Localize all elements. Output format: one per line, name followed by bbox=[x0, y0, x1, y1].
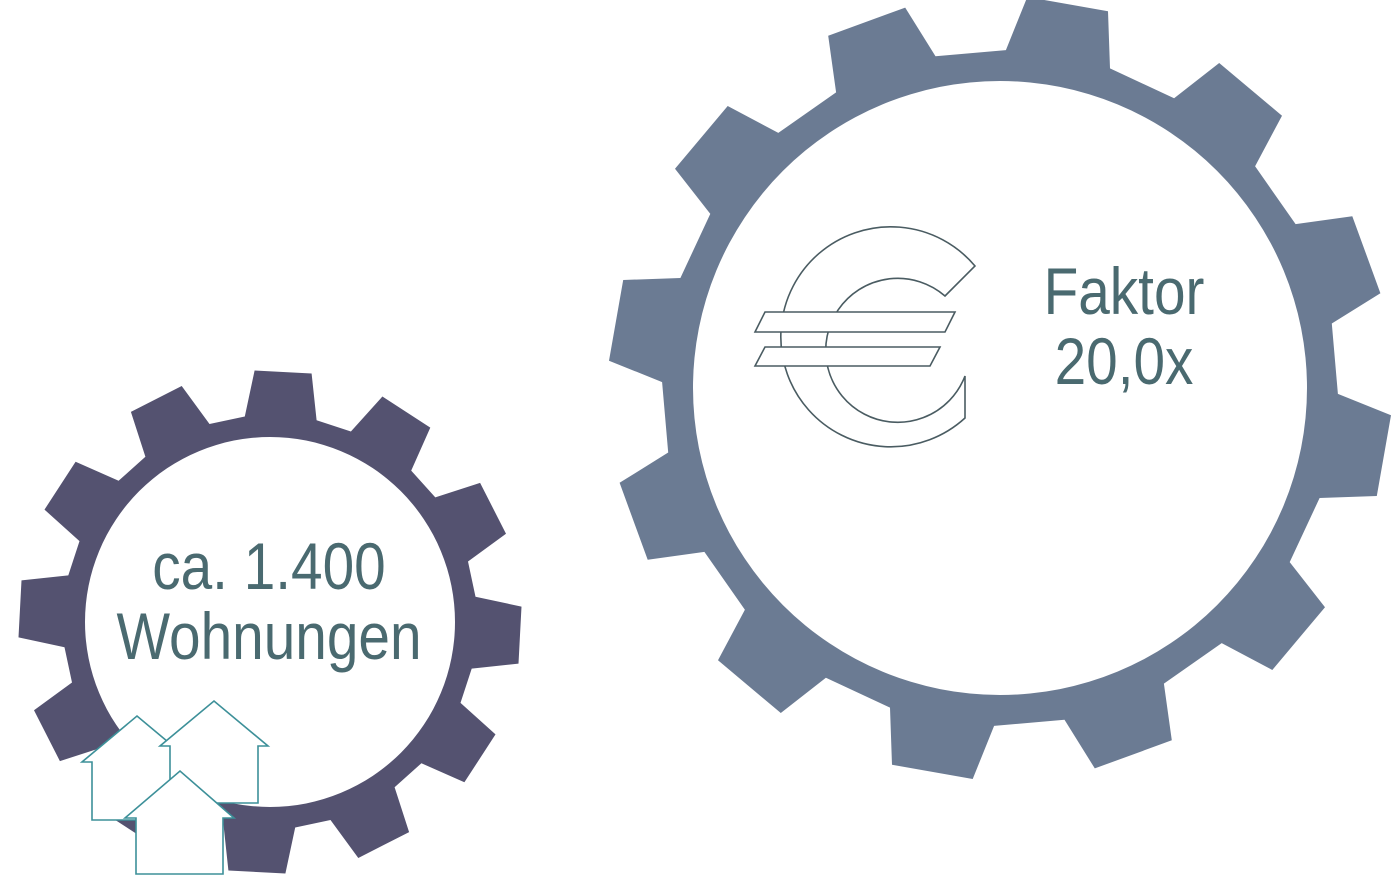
apartments-label: Wohnungen bbox=[116, 599, 422, 673]
factor-value: 20,0x bbox=[1054, 324, 1194, 398]
large-gear-label: Faktor 20,0x bbox=[969, 256, 1279, 396]
small-gear-label: ca. 1.400 Wohnungen bbox=[76, 531, 463, 671]
house-front-icon bbox=[122, 769, 237, 875]
euro-icon bbox=[753, 225, 977, 448]
factor-label: Faktor bbox=[1043, 254, 1205, 328]
houses-icon bbox=[79, 699, 271, 875]
apartments-count: ca. 1.400 bbox=[152, 529, 386, 603]
